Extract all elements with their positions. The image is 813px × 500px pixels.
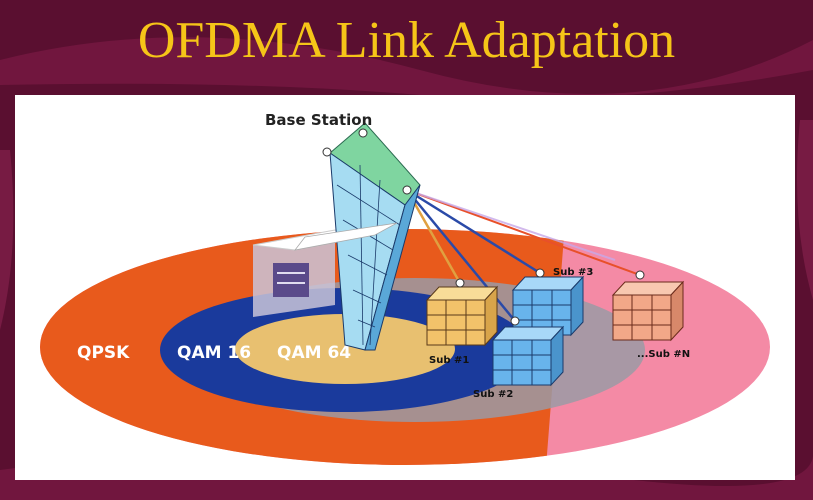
subscriber-n: [611, 270, 685, 342]
zone-label-qpsk: QPSK: [77, 343, 130, 363]
zone-label-qam64: QAM 64: [277, 343, 351, 363]
subscriber-label-3: Sub #3: [553, 267, 593, 278]
beam: [294, 222, 398, 251]
ofdma-diagram: QPSK QAM 16 QAM 64: [40, 111, 770, 465]
subscriber-label-1: Sub #1: [429, 355, 469, 366]
subscriber-2: [491, 316, 565, 387]
subscriber-label-2: Sub #2: [473, 389, 513, 400]
zone-label-qam16: QAM 16: [177, 343, 251, 363]
link-sub1: [405, 189, 462, 284]
base-station-label: Base Station: [265, 111, 372, 129]
slide-title: OFDMA Link Adaptation: [137, 12, 676, 69]
subscriber-1: [425, 278, 499, 347]
server-icon: [273, 263, 309, 297]
base-station-tower: [322, 122, 421, 351]
link-subN: [406, 189, 641, 276]
qam64-zone: [235, 314, 455, 384]
link-sub3: [406, 188, 541, 275]
subscriber-3: [511, 268, 585, 337]
subscriber-label-n: ...Sub #N: [637, 349, 690, 360]
diagram-panel: QPSK QAM 16 QAM 64: [15, 95, 795, 480]
